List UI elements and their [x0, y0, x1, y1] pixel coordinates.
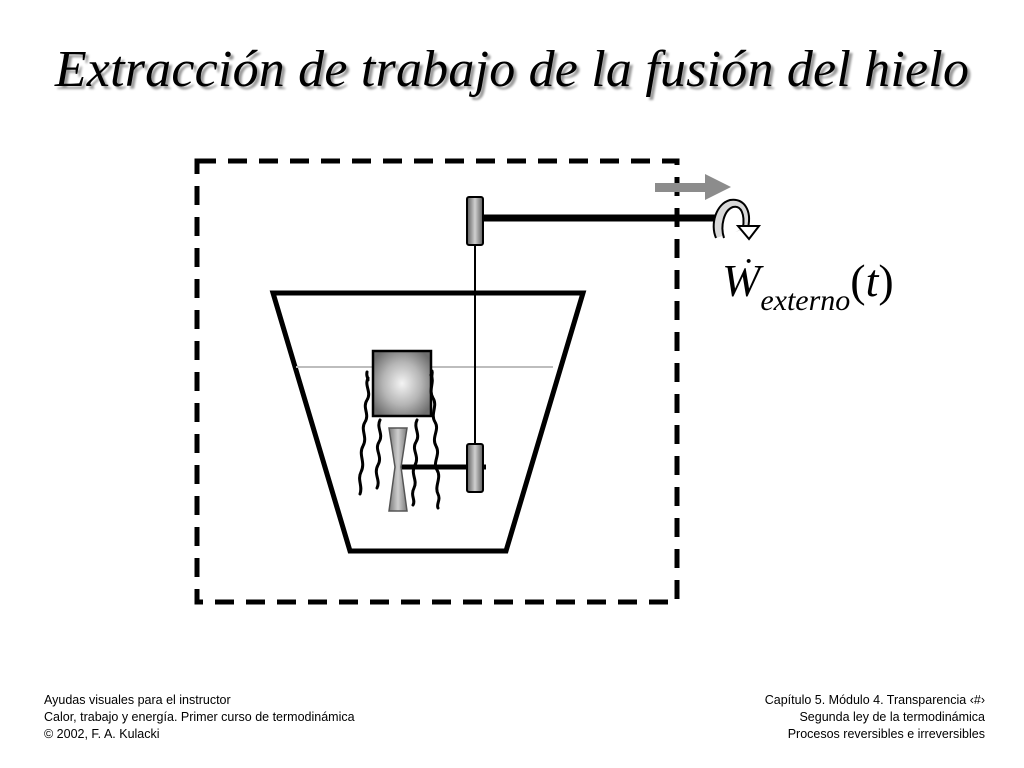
footer-right: Capítulo 5. Módulo 4. Transparencia ‹#› …: [765, 692, 985, 743]
work-subscript: externo: [760, 284, 851, 317]
footer-left-line: Calor, trabajo y energía. Primer curso d…: [44, 710, 355, 724]
upper-pulley: [466, 196, 484, 246]
footer-left-line: © 2002, F. A. Kulacki: [44, 727, 160, 741]
lower-pulley: [466, 443, 484, 493]
rotation-arrow-icon: [712, 198, 762, 241]
footer-right-line: Capítulo 5. Módulo 4. Transparencia ‹#›: [764, 693, 985, 707]
work-symbol: W·: [722, 243, 761, 306]
footer-left-line: Ayudas visuales para el instructor: [44, 693, 231, 707]
system-boundary: [194, 158, 680, 605]
footer-right-line: Procesos reversibles e irreversibles: [787, 727, 985, 741]
footer-left: Ayudas visuales para el instructor Calor…: [44, 692, 355, 743]
ice-block: [371, 349, 433, 418]
work-direction-arrow: [655, 174, 731, 200]
close-paren: ): [878, 255, 894, 306]
turbine: [388, 427, 408, 512]
time-argument: t: [865, 255, 879, 306]
work-rate-label: W·externo(t): [722, 243, 894, 317]
meltwater-streams: [358, 369, 441, 510]
time-derivative-dot: ·: [743, 243, 755, 280]
open-paren: (: [850, 255, 866, 306]
footer-right-line: Segunda ley de la termodinámica: [799, 710, 985, 724]
slide-title: Extracción de trabajo de la fusión del h…: [54, 41, 970, 98]
container: [269, 290, 587, 554]
